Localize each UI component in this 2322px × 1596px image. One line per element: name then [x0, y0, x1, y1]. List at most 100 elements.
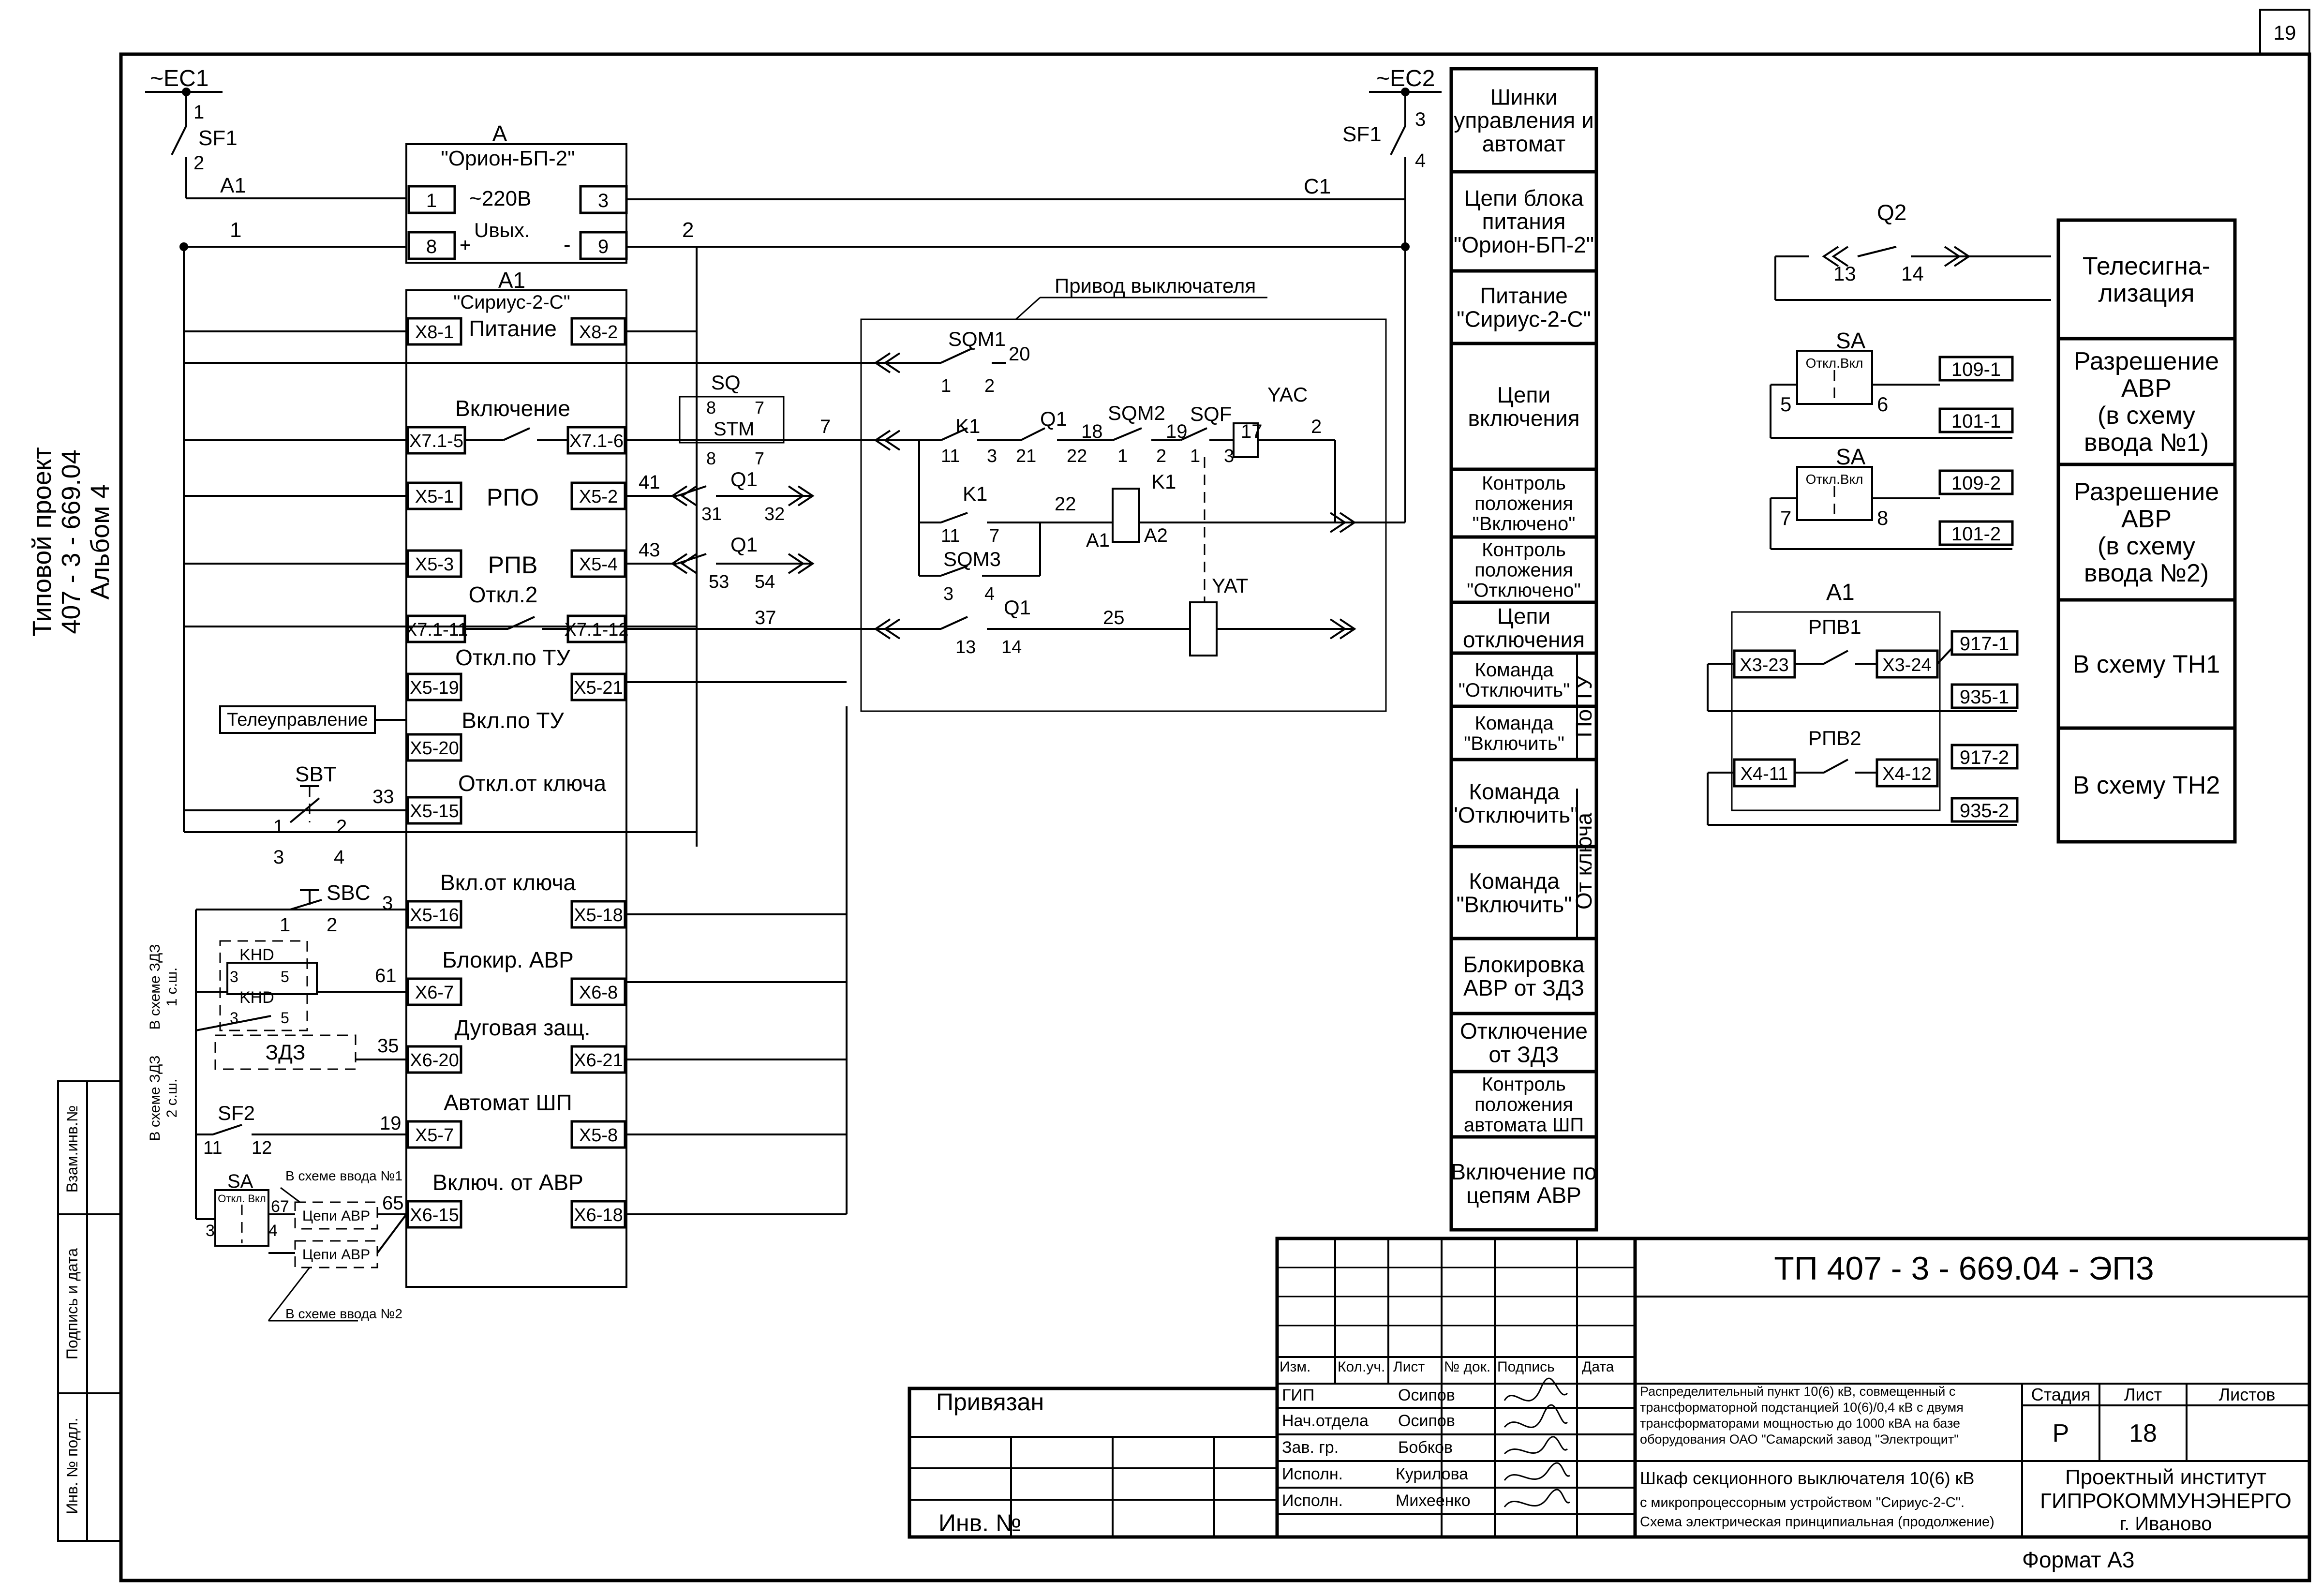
sbt-pin-3: 3 — [273, 847, 284, 868]
q2-pin-14: 14 — [1901, 262, 1924, 285]
sirius-left-terminal: X5-19 — [410, 678, 459, 698]
lbl-20: 20 — [1009, 343, 1030, 365]
lbl-7d: 7 — [989, 526, 999, 546]
sa-pin-65: 65 — [382, 1193, 404, 1214]
sbt-pin-2: 2 — [336, 816, 347, 837]
zdz-note-1: В схеме ЗДЗ — [147, 944, 163, 1030]
sheet-number-box — [2259, 9, 2310, 55]
sheet-value: 18 — [2129, 1419, 2157, 1447]
doc-code: ТП 407 - 3 - 669.04 - ЭП3 — [1774, 1250, 2154, 1287]
lbl-21: 21 — [1016, 446, 1036, 466]
khd-pin-5b: 5 — [281, 1009, 289, 1027]
hdr-date: Дата — [1582, 1359, 1614, 1375]
lbl-32: 32 — [764, 504, 785, 524]
lbl-sqm1: SQM1 — [948, 328, 1006, 350]
sbt-pin-33: 33 — [372, 786, 394, 807]
ec2-pin-3: 3 — [1415, 109, 1426, 130]
ec1-switch: SF1 — [198, 126, 238, 150]
zdz-label: ЗДЗ — [266, 1041, 306, 1064]
lbl-q1c: Q1 — [730, 468, 758, 491]
lbl-4: 4 — [984, 584, 995, 604]
hdr-doc: № док. — [1444, 1359, 1490, 1375]
right-function-cell: В схему ТН1 — [2073, 651, 2220, 679]
sheets-header: Листов — [2219, 1385, 2276, 1404]
sirius-right-terminal: X5-4 — [579, 554, 618, 575]
sbt-pin-4: 4 — [334, 847, 344, 868]
sirius-row-label: Откл.от ключа — [458, 771, 606, 796]
sirius-right-terminal-box — [570, 481, 626, 510]
avr2-label: Цепи АВР — [302, 1247, 370, 1263]
lbl-22a: 22 — [1067, 446, 1087, 466]
sirius-right-terminal-box — [570, 549, 626, 578]
sirius-row-label: Вкл.от ключа — [440, 870, 576, 895]
format-label: Формат А3 — [2022, 1547, 2134, 1572]
sa-pin-3: 3 — [206, 1222, 215, 1240]
lbl-yac: YAC — [1267, 383, 1308, 406]
sirius-right-terminal: X6-8 — [579, 983, 618, 1003]
lbl-54: 54 — [755, 572, 775, 592]
side-title-line-1: Типовой проект — [28, 447, 57, 637]
zdz-pin-35: 35 — [377, 1035, 399, 1057]
sheet-header: Лист — [2124, 1385, 2162, 1404]
sbc-label: SBC — [327, 881, 370, 905]
lbl-7b: 7 — [755, 448, 764, 468]
right-function-cell: Телесигна-лизация — [2083, 253, 2210, 308]
lbl-3b: 3 — [1224, 446, 1234, 466]
sa1-label: SA — [1836, 328, 1866, 353]
lbl-q1b: Q1 — [1004, 596, 1031, 619]
sbc-pin-1: 1 — [280, 914, 290, 936]
lbl-k1a: K1 — [955, 415, 980, 437]
sirius-left-terminal: X7.1-5 — [409, 431, 463, 451]
khd2-label: KHD — [239, 988, 274, 1007]
lbl-7c: 7 — [820, 416, 831, 437]
psu-t8: 8 — [426, 236, 437, 257]
sirius-right-terminal: X8-2 — [579, 322, 618, 343]
title-block: ТП 407 - 3 - 669.04 - ЭП3 Привязан Инв. … — [908, 1237, 2311, 1572]
lbl-2c: 2 — [1156, 446, 1166, 466]
rpv2-tag-2: 935-2 — [1960, 800, 2009, 821]
project-desc-1: Распределительный пункт 10(6) кВ, совмещ… — [1640, 1384, 1955, 1399]
lbl-k1b: K1 — [1151, 470, 1176, 493]
side-title: Типовой проект 407 - 3 - 669.04 Альбом 4 — [28, 447, 115, 637]
lbl-7a: 7 — [755, 398, 764, 418]
side-title-line-2: 407 - 3 - 669.04 — [57, 449, 86, 634]
sirius-left-terminal: X5-16 — [410, 905, 459, 925]
side-stamp: Взам.инв.№ Подпись и дата Инв. № подл. — [57, 1080, 122, 1542]
lbl-43: 43 — [639, 539, 660, 561]
sbc-pin-3: 3 — [382, 893, 393, 914]
stage-header: Стадия — [2031, 1385, 2091, 1404]
project-desc-2: трансформаторной подстанцией 10(6)/0,4 к… — [1640, 1400, 1964, 1415]
sheet-desc-3: Схема электрическая принципиальная (прод… — [1640, 1514, 1995, 1530]
psu-t3: 3 — [598, 190, 609, 211]
feed-ec1: ~EC1 SF1 1 2 A1 1 — [145, 66, 406, 832]
sirius-left-terminal: X6-15 — [410, 1205, 459, 1225]
sirius-left-terminal: X8-1 — [415, 322, 454, 343]
ec1-wire-1: 1 — [230, 218, 241, 242]
hdr-izm: Изм. — [1280, 1359, 1310, 1375]
side-stamp-1: Взам.инв.№ — [63, 1105, 81, 1193]
sirius-right-terminal: X5-2 — [579, 487, 618, 507]
lbl-25: 25 — [1103, 607, 1125, 628]
sirius-row-label: Включение — [455, 396, 570, 421]
sa2-pin-7: 7 — [1780, 507, 1791, 529]
psu-t8-label: Uвых. — [474, 219, 530, 241]
rpv1-term-2: X3-24 — [1882, 655, 1931, 675]
sirius-row-label: Дуговая защ. — [454, 1015, 590, 1040]
sirius-right-terminal-box — [570, 1045, 626, 1074]
lbl-a2: A2 — [1144, 525, 1168, 546]
function-cell: Команда"Отключить" — [1459, 659, 1570, 701]
sirius-right-terminal: X5-21 — [574, 678, 623, 698]
hdr-list: Лист — [1393, 1359, 1425, 1375]
sa1-pin-6: 6 — [1877, 393, 1888, 416]
lbl-8a: 8 — [706, 398, 716, 418]
lbl-13: 13 — [955, 637, 976, 657]
teleupr-label: Телеуправление — [227, 710, 368, 730]
lbl-37: 37 — [755, 607, 776, 628]
ec2-wire-c1: C1 — [1304, 175, 1331, 198]
left-components: Телеуправление SBT 1 2 3 4 33 SBC 1 2 3 … — [147, 705, 407, 1322]
sa2-head: Откл.Вкл — [1806, 472, 1863, 487]
sheet-number: 19 — [2274, 21, 2296, 44]
psu-t9: 9 — [598, 236, 609, 257]
